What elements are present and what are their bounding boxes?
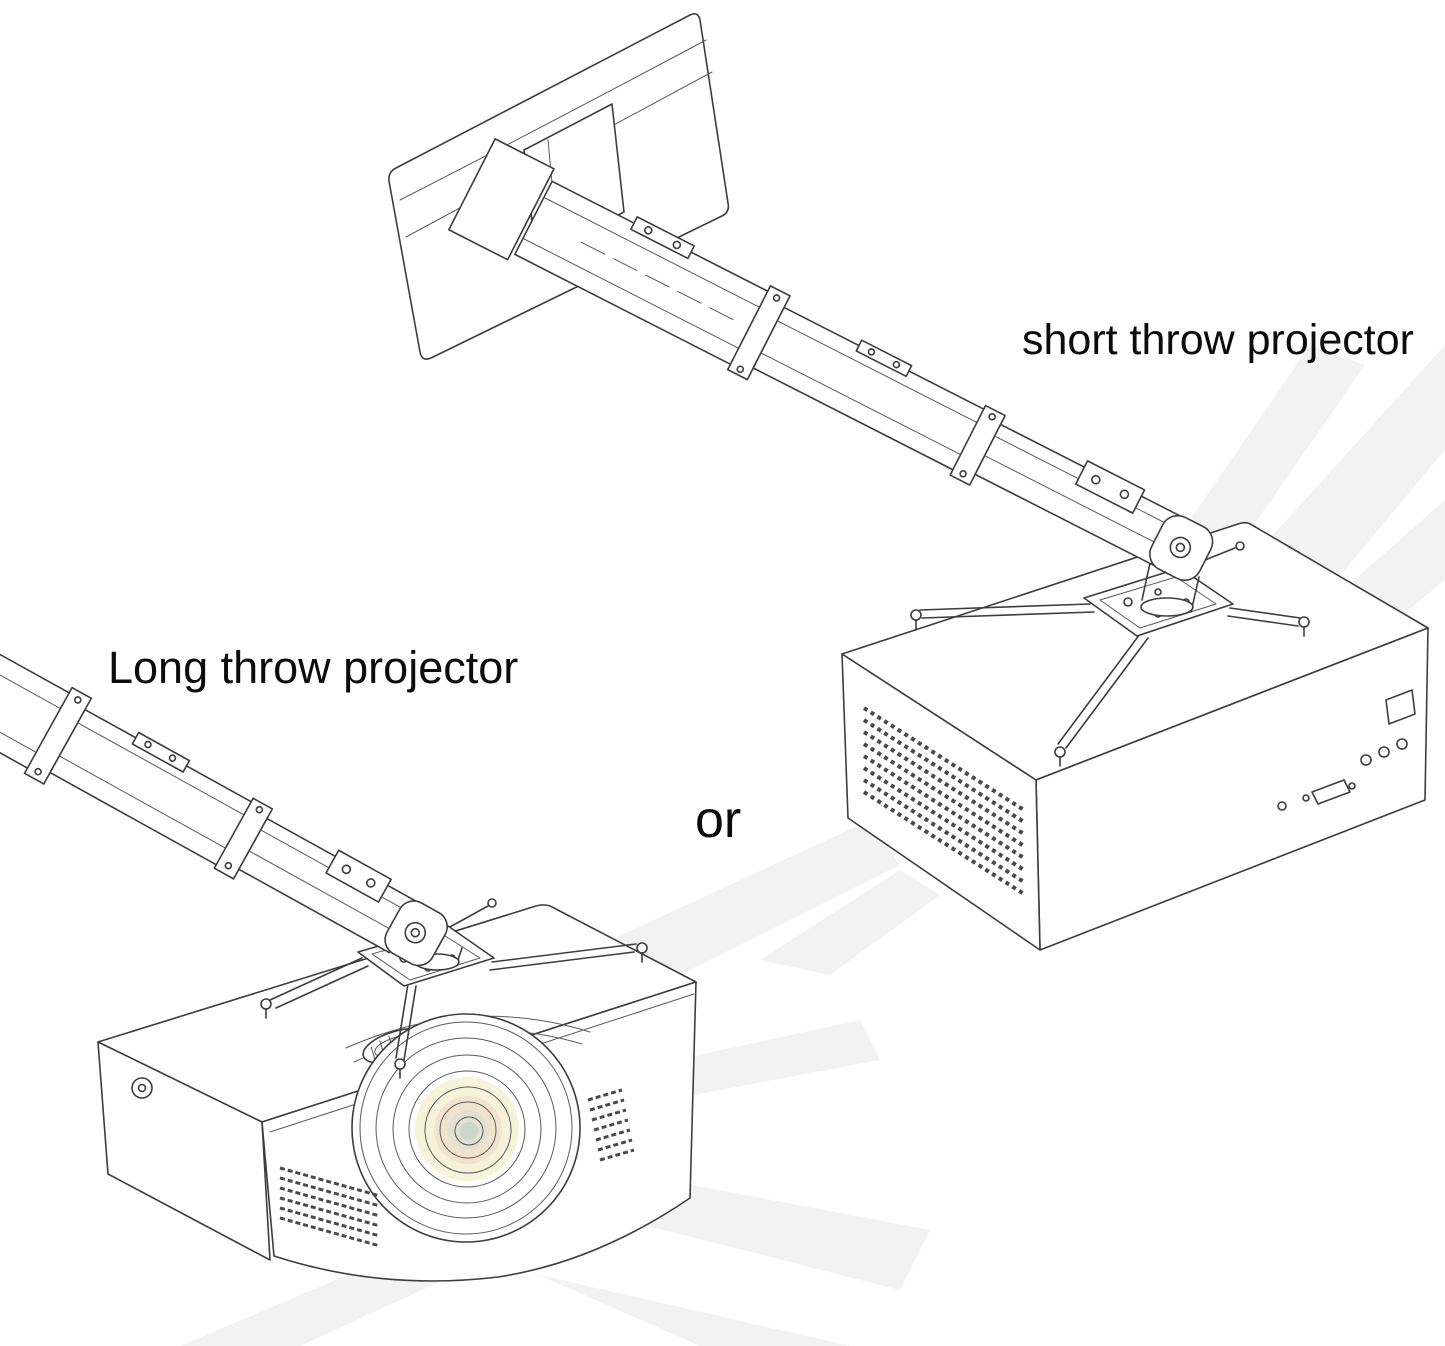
short-throw-projector-drawing (841, 521, 1429, 951)
mount-spider-top (910, 541, 1310, 767)
telescoping-arm-bottom (0, 586, 448, 967)
logo-badge (131, 1077, 153, 1099)
connector-ports (1277, 689, 1416, 811)
short-throw-label: short throw projector (1022, 316, 1414, 364)
long-throw-label: Long throw projector (108, 642, 519, 693)
or-label: or (695, 791, 742, 849)
long-throw-projector-drawing (97, 904, 697, 1282)
telescoping-arm-top (448, 138, 1214, 581)
lens (351, 1013, 581, 1243)
light-rays-short-throw (600, 345, 1445, 975)
vent-grille-long-throw (279, 1166, 381, 1248)
speaker-slots (587, 1088, 635, 1162)
